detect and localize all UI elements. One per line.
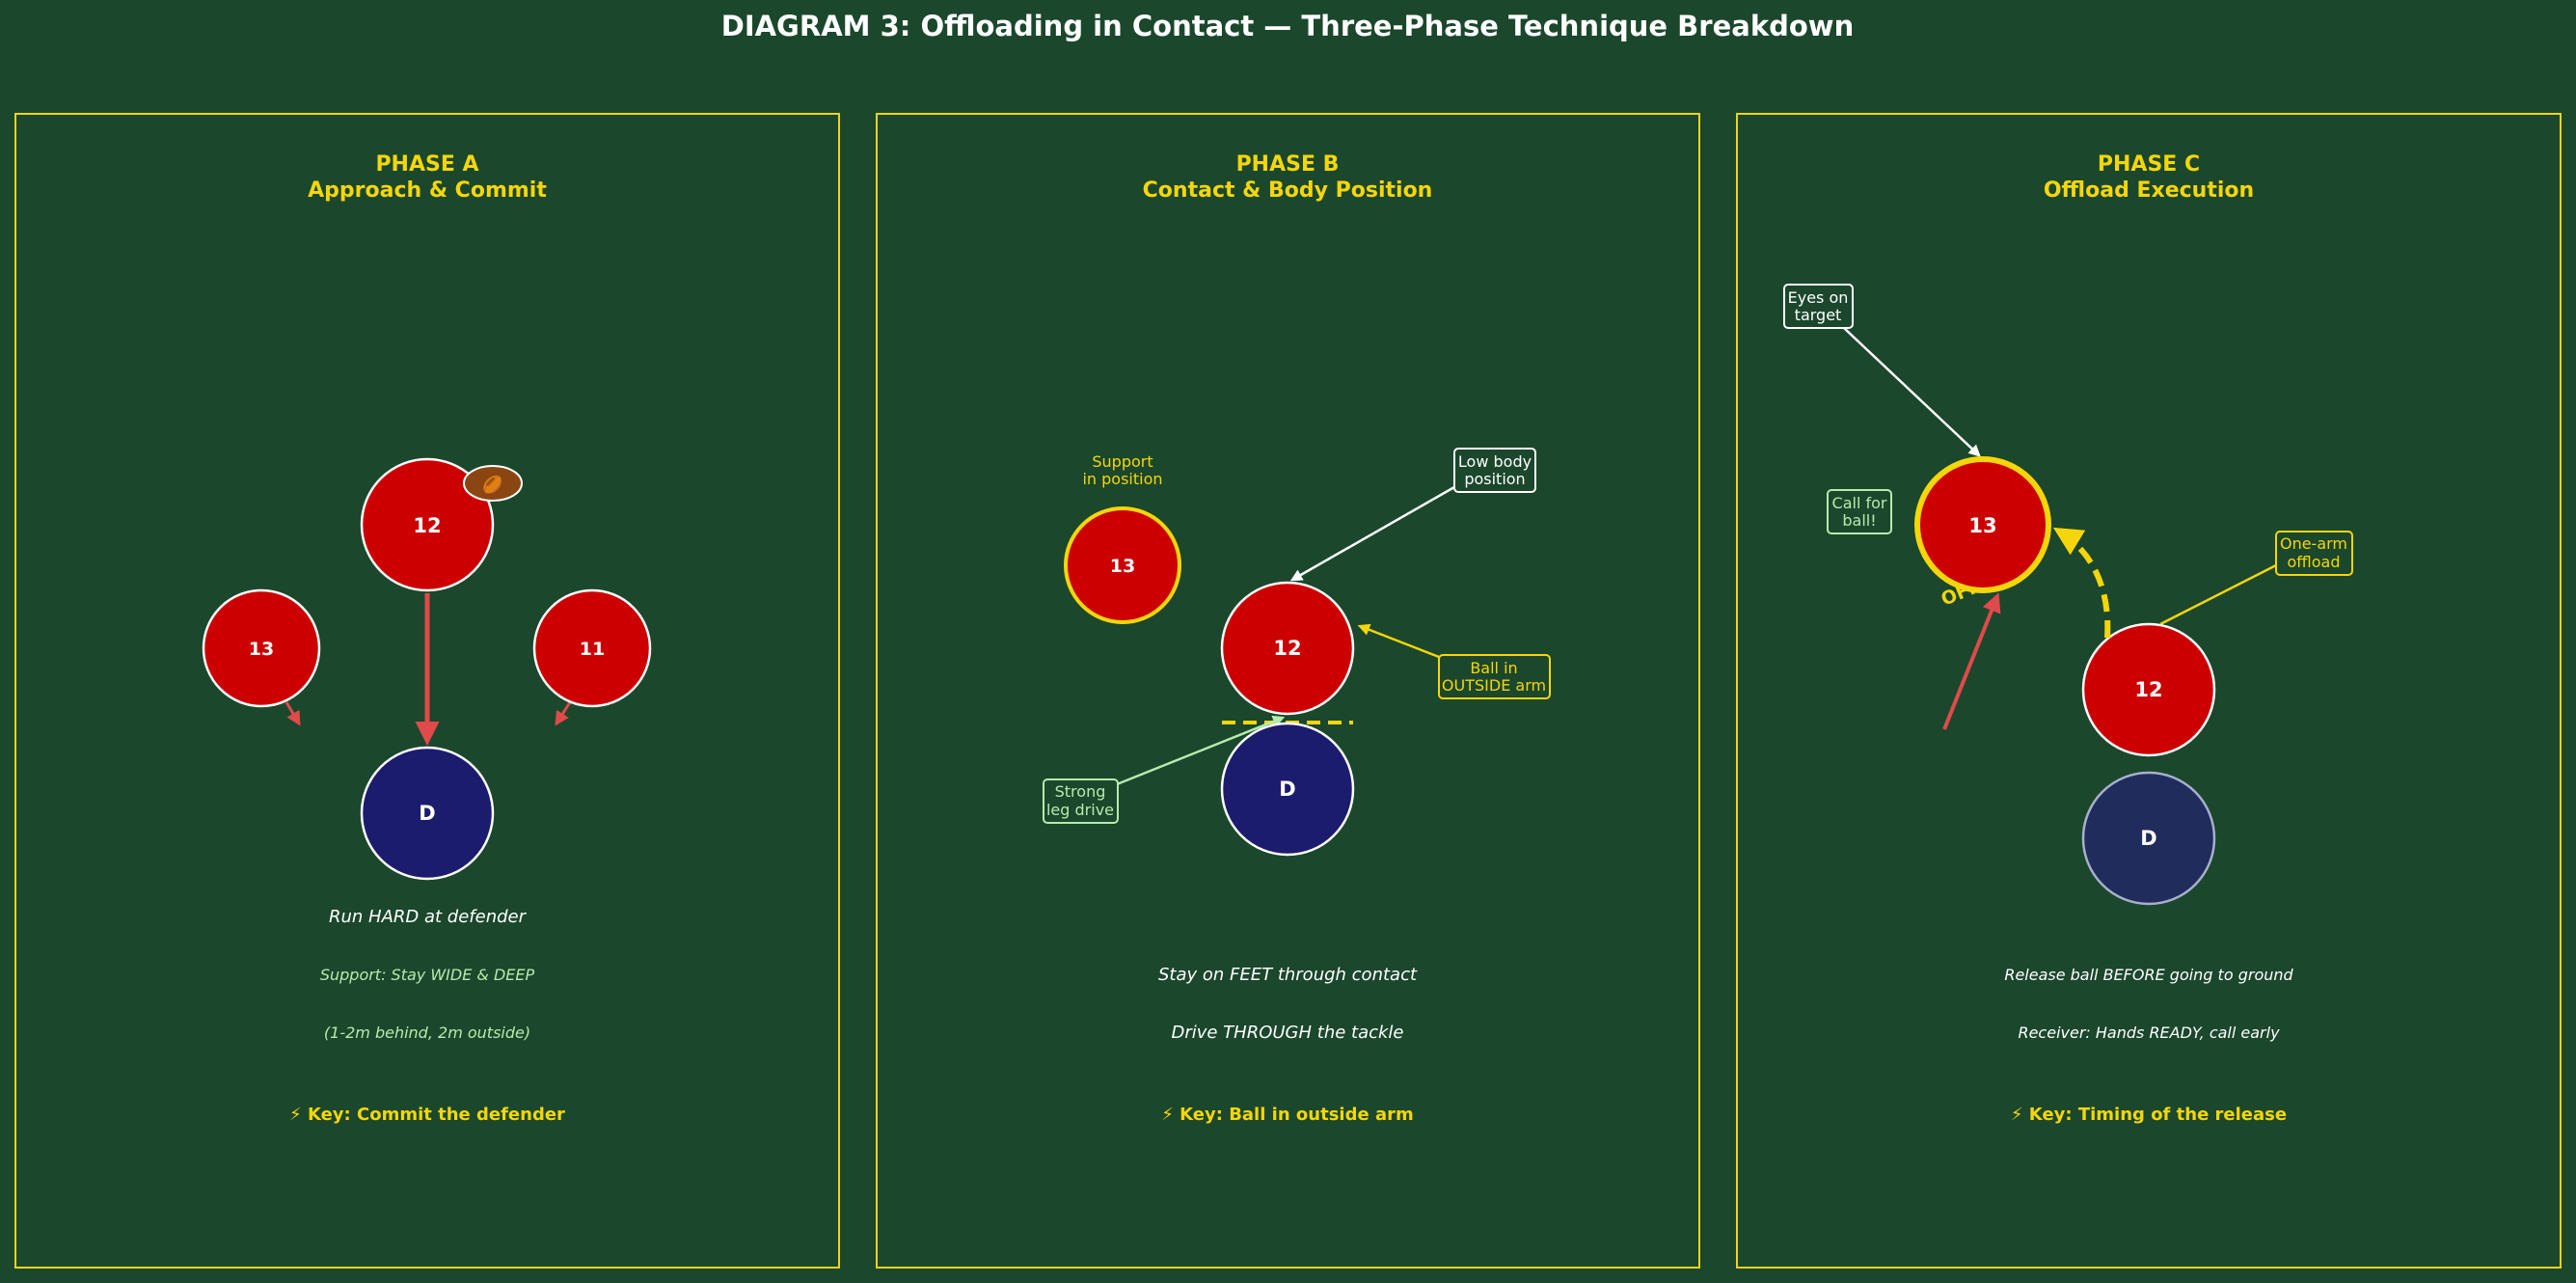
offload-pass-arrow [2052, 527, 2111, 639]
key-point-b: ⚡ Key: Ball in outside arm [1161, 1105, 1413, 1125]
note-drive-through: Drive THROUGH the tackle [1171, 1023, 1403, 1043]
panel-c-frame [1736, 113, 2562, 1269]
svg-text:12: 12 [1273, 637, 1301, 660]
defender: D [360, 746, 495, 881]
defender: D [1220, 722, 1355, 857]
eyes-arrow [1843, 327, 1981, 457]
svg-text:Ball in: Ball in [1470, 659, 1517, 677]
svg-text:OUTSIDE arm: OUTSIDE arm [1442, 676, 1546, 695]
svg-text:11: 11 [580, 639, 605, 660]
panel-a-phase: PHASE A [375, 152, 478, 177]
panel-a-subtitle: Approach & Commit [308, 178, 547, 203]
svg-text:Eyes on: Eyes on [1788, 288, 1849, 307]
player-13: 13 [202, 588, 321, 708]
svg-text:position: position [1464, 470, 1525, 488]
svg-text:12: 12 [2134, 678, 2162, 701]
ball-outside-arrow [1357, 623, 1440, 659]
panel-b-frame [876, 113, 1700, 1269]
player-12: 12 [360, 457, 495, 592]
svg-text:🏉: 🏉 [481, 474, 502, 495]
svg-text:12: 12 [413, 514, 441, 537]
svg-text:Strong: Strong [1055, 782, 1106, 801]
note-release-before-ground: Release ball BEFORE going to ground [2004, 966, 2293, 984]
defender-faded: D [2081, 771, 2216, 906]
one-arm-line [2159, 563, 2277, 626]
svg-text:13: 13 [1968, 514, 1996, 537]
svg-text:D: D [1279, 778, 1295, 801]
ball-carrier-12: 12 [1220, 581, 1355, 716]
svg-text:13: 13 [1110, 556, 1135, 577]
callout-one-arm-offload: One-arm offload [2275, 531, 2353, 576]
panel-b-subtitle: Contact & Body Position [1143, 178, 1433, 203]
callout-leg-drive: Strong leg drive [1043, 778, 1119, 824]
svg-text:One-arm: One-arm [2280, 534, 2347, 553]
key-point-c: ⚡ Key: Timing of the release [2011, 1105, 2287, 1125]
panel-c-phase: PHASE C [2098, 152, 2200, 177]
leg-drive-arrow [1116, 715, 1286, 786]
svg-text:D: D [419, 802, 435, 825]
panel-b-phase: PHASE B [1236, 152, 1340, 177]
support-arrow-left [285, 701, 301, 726]
rugby-ball-icon: 🏉 [463, 465, 523, 502]
svg-text:D: D [2140, 827, 2156, 850]
panel-phase-a: PHASE A Approach & Commit 12 🏉 13 11 D R… [14, 113, 840, 1269]
note-support-distance: (1-2m behind, 2m outside) [324, 1024, 530, 1042]
player-11: 11 [532, 588, 652, 708]
panel-phase-b: PHASE B Contact & Body Position Support … [876, 113, 1700, 1269]
svg-text:Low body: Low body [1458, 452, 1532, 471]
svg-text:ball!: ball! [1842, 511, 1876, 530]
svg-text:offload: offload [2287, 553, 2340, 571]
support-player-13: 13 [1064, 506, 1181, 624]
svg-text:leg drive: leg drive [1046, 801, 1114, 819]
callout-eyes-on-target: Eyes on target [1783, 284, 1854, 329]
svg-text:target: target [1795, 306, 1842, 324]
support-arrow-right [555, 701, 572, 726]
svg-text:Call for: Call for [1832, 494, 1887, 512]
receiver-13: 13 [1914, 456, 2051, 593]
svg-text:13: 13 [249, 639, 274, 660]
support-label-line1: Support [1092, 452, 1152, 471]
panel-phase-c: PHASE C Offload Execution D 12 OFFLOAD 1… [1736, 113, 2562, 1269]
panel-c-subtitle: Offload Execution [2044, 178, 2254, 203]
receiver-run-arrow [1942, 592, 2001, 730]
callout-call-for-ball: Call for ball! [1827, 489, 1892, 534]
note-support-wide: Support: Stay WIDE & DEEP [320, 966, 535, 984]
diagram-title: DIAGRAM 3: Offloading in Contact — Three… [721, 10, 1854, 42]
low-body-arrow [1289, 485, 1455, 582]
note-run-hard: Run HARD at defender [329, 907, 528, 927]
key-point-a: ⚡ Key: Commit the defender [289, 1105, 565, 1125]
note-stay-on-feet: Stay on FEET through contact [1158, 965, 1418, 985]
note-receiver-ready: Receiver: Hands READY, call early [2018, 1024, 2280, 1042]
callout-low-body: Low body position [1453, 448, 1536, 493]
support-label-line2: in position [1082, 470, 1162, 488]
ball-carrier-12: 12 [2081, 622, 2216, 757]
panel-a-frame [14, 113, 840, 1269]
callout-ball-outside: Ball in OUTSIDE arm [1438, 654, 1551, 699]
